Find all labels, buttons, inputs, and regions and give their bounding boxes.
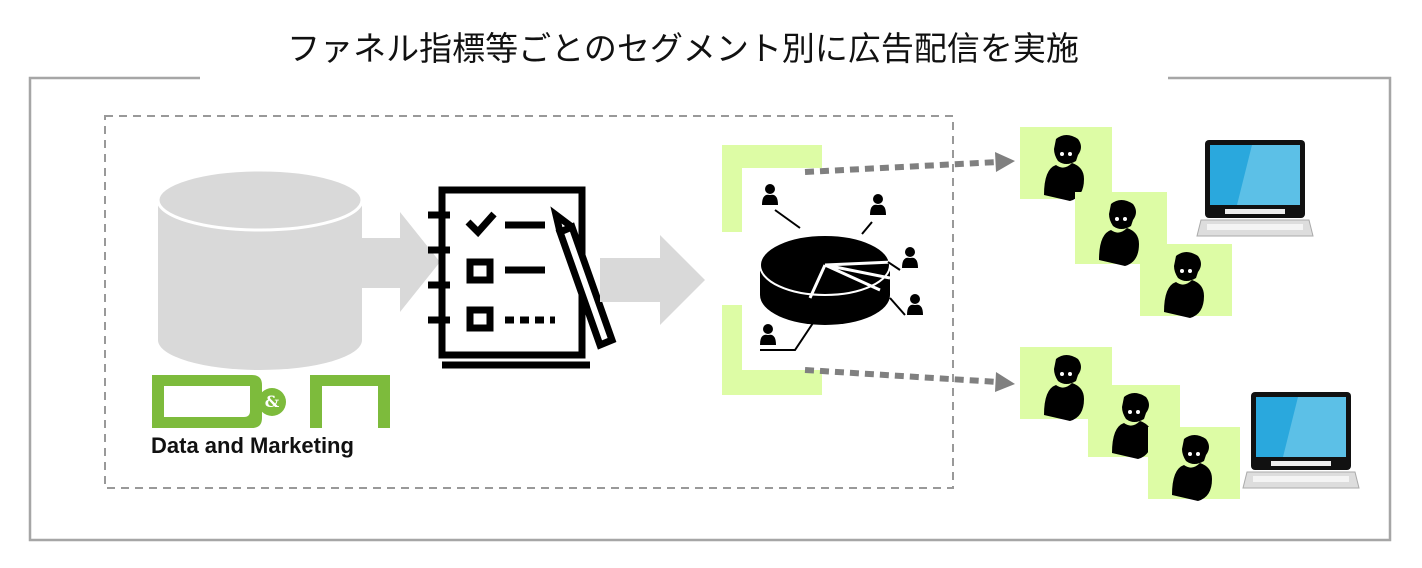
laptop-icon <box>1242 391 1360 489</box>
logo-d <box>152 375 262 428</box>
person-icon <box>1020 127 1112 201</box>
arrow-right <box>362 212 440 312</box>
laptop-icon <box>1196 139 1314 237</box>
dotted-arrow-bottom <box>804 367 1015 392</box>
pie-chart-segments-icon <box>759 184 923 351</box>
logo-ampersand: & <box>258 388 286 416</box>
person-icon <box>1140 244 1232 318</box>
database-icon <box>156 168 364 370</box>
person-icon <box>1148 427 1240 501</box>
page-title: ファネル指標等ごとのセグメント別に広告配信を実施 <box>287 29 1079 68</box>
dotted-arrow-top <box>804 152 1015 175</box>
dashed-box <box>104 115 954 489</box>
segment-bracket-top <box>722 145 822 232</box>
logo-text: Data and Marketing <box>151 433 354 458</box>
outer-frame <box>28 76 1392 542</box>
checklist-icon <box>428 186 617 369</box>
arrow-right-2 <box>600 235 705 325</box>
segment-bracket-bottom <box>722 305 822 395</box>
logo-m <box>310 375 390 428</box>
